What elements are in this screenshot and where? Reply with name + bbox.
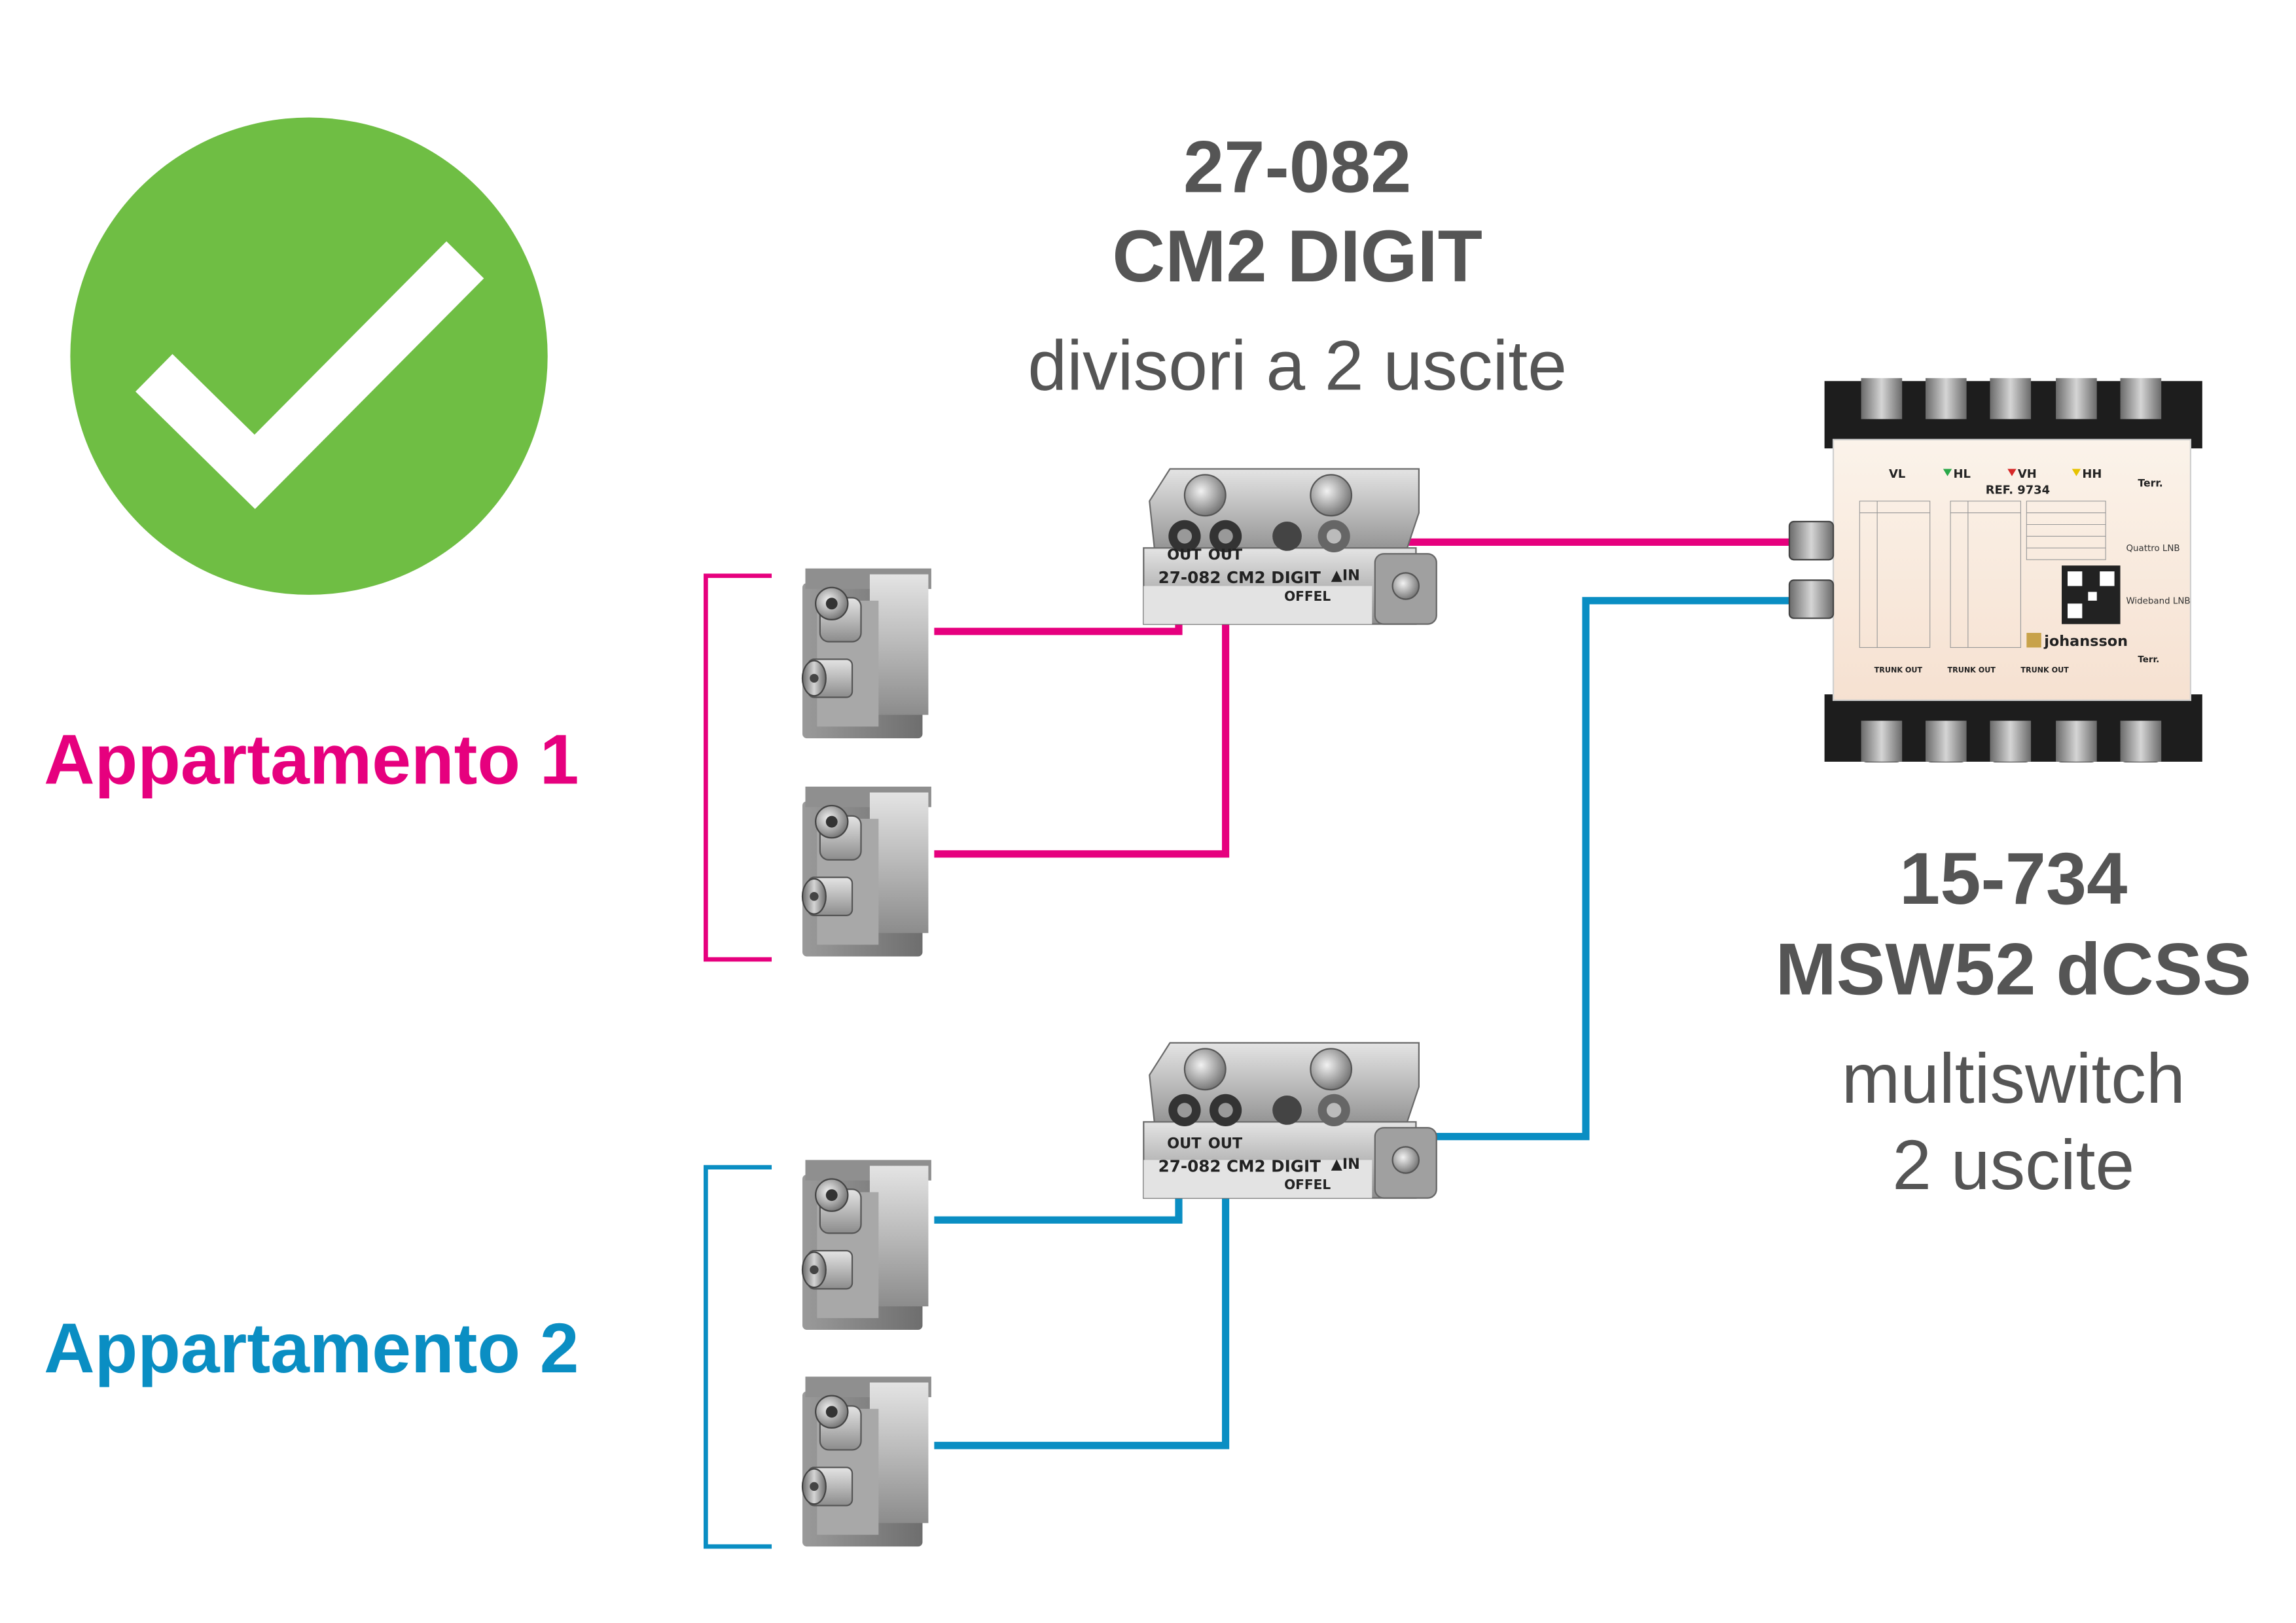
splitter-2-in-label: ▲IN [1331,1156,1360,1173]
multiswitch-wideband-label: Wideband LNB [2126,596,2190,606]
splitter-1-unit-label: 27-082 CM2 DIGIT [1158,568,1321,587]
apartment-1-bracket [703,573,772,962]
status-circle [70,117,548,595]
splitter-1-out-label-b: OUT [1208,546,1243,563]
cable-splitter-2-in [1335,597,1804,1141]
multiswitch-trunk-out-2: TRUNK OUT [1948,666,1996,674]
cable-outlet-1b [934,522,1230,858]
splitter-2-brand: OFFEL [1284,1177,1331,1192]
check-mark-icon [135,241,484,509]
splitter-unit-2: OUT OUT ▲IN 27-082 CM2 DIGIT OFFEL [1143,1042,1437,1199]
cable-outlet-2a [934,1110,1183,1224]
splitter-1-brand: OFFEL [1284,588,1331,604]
status-check [70,117,548,595]
multiswitch-code: 15-734 [1899,838,2127,919]
splitter-caption: 27-082 CM2 DIGIT divisori a 2 uscite [1028,126,1567,405]
multiswitch-ref: REF. 9734 [1986,484,2050,497]
multiswitch-terr-bottom: Terr. [2138,655,2159,665]
multiswitch-input-hh: HH [2082,467,2102,481]
wall-outlet-2b [801,1376,933,1548]
splitter-2-out-label-b: OUT [1208,1135,1243,1152]
cable-outlet-2b [934,1110,1230,1450]
splitter-model: CM2 DIGIT [1112,215,1482,297]
splitter-1-in-label: ▲IN [1331,567,1360,584]
multiswitch-input-terr: Terr. [2138,476,2162,489]
multiswitch-spec-table [1859,501,2106,648]
wall-outlet-2a [801,1159,933,1331]
apartment-2-bracket [703,1165,772,1549]
multiswitch-trunk-out-3: TRUNK OUT [2020,666,2069,674]
multiswitch-input-vh: VH [2018,467,2037,481]
multiswitch-model: MSW52 dCSS [1776,929,2251,1010]
apartment-1-label: Appartamento 1 [44,720,579,798]
multiswitch-unit: VL HL VH HH Terr. REF. 9734 [1788,378,2202,763]
splitter-unit-1: OUT OUT ▲IN 27-082 CM2 DIGIT OFFEL [1143,468,1437,625]
multiswitch-brand: johansson [2043,633,2128,650]
multiswitch-trunk-out-1: TRUNK OUT [1874,666,1923,674]
multiswitch-description-line1: multiswitch [1842,1039,2185,1118]
splitter-2-unit-label: 27-082 CM2 DIGIT [1158,1156,1321,1175]
multiswitch-quattro-label: Quattro LNB [2126,544,2179,554]
splitter-2-out-label-a: OUT [1167,1135,1202,1152]
splitter-1-out-label-a: OUT [1167,546,1202,563]
splitter-code: 27-082 [1183,126,1411,208]
multiswitch-input-vl: VL [1889,467,1905,481]
multiswitch-description-line2: 2 uscite [1892,1126,2134,1204]
splitter-description: divisori a 2 uscite [1028,327,1567,405]
multiswitch-caption: 15-734 MSW52 dCSS multiswitch 2 uscite [1776,838,2251,1204]
multiswitch-input-hl: HL [1953,467,1970,481]
apartment-2-cables [934,597,1804,1450]
multiswitch-body [1832,438,2192,702]
wall-outlet-1b [801,785,933,957]
wall-outlet-1a [801,567,933,740]
cable-outlet-1a [934,522,1183,635]
apartment-2-label: Appartamento 2 [44,1309,579,1387]
